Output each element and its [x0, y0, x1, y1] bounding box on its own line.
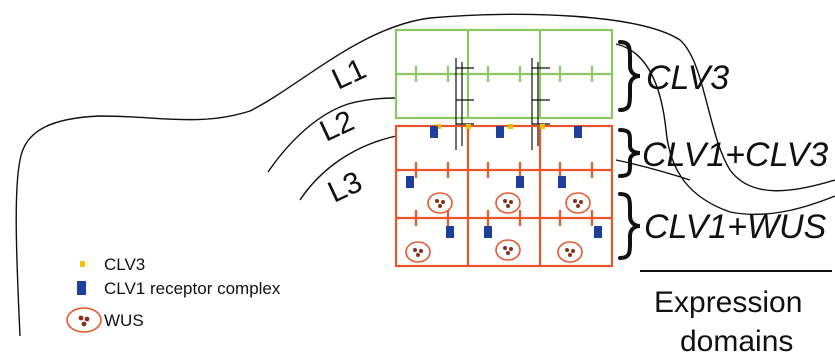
- expression-label-clv1-clv3: CLV1+CLV3: [642, 136, 828, 174]
- meristem-outline: [15, 13, 835, 337]
- clv1-receptor: [406, 176, 414, 188]
- wus-nucleus: [405, 241, 431, 263]
- brace-clv1-wus: [618, 192, 641, 260]
- l1-cell-grid: [394, 28, 614, 120]
- brace-clv3: [618, 40, 641, 112]
- legend-wus-label: WUS: [104, 311, 144, 330]
- layer-label-l2: L2: [315, 104, 359, 148]
- legend-clv1-swatch: [77, 281, 86, 295]
- layer-label-l3: L3: [323, 165, 367, 209]
- clv3-ligand: [436, 124, 441, 129]
- legend-wus-swatch: [66, 307, 102, 333]
- wus-nucleus: [427, 192, 453, 214]
- l2-l3-boundary-line: [299, 135, 397, 201]
- l1-l2-boundary-right: [615, 43, 835, 216]
- outer-surface-line: [15, 13, 835, 337]
- legend: CLV3 CLV1 receptor complex WUS: [66, 255, 281, 333]
- clv3-ligand: [466, 124, 471, 129]
- expression-label-clv1-wus: CLV1+WUS: [644, 208, 827, 246]
- layer-label-l1: L1: [327, 52, 371, 96]
- clv1-receptor: [574, 126, 582, 138]
- clv1-receptor: [558, 176, 566, 188]
- clv1-receptor: [594, 226, 602, 238]
- clv1-receptor: [516, 176, 524, 188]
- clv3-signal-arrows: [455, 58, 550, 150]
- clv1-receptor: [496, 126, 504, 138]
- wus-nucleus: [495, 192, 521, 214]
- clv1-receptors: [406, 126, 602, 238]
- legend-clv3-swatch: [80, 261, 85, 267]
- wus-nuclei: [405, 192, 591, 263]
- l2-l3-boundary-right: [615, 159, 691, 181]
- clv3-ligand: [508, 124, 513, 129]
- wus-nucleus: [495, 239, 521, 261]
- wus-nucleus: [565, 192, 591, 214]
- l1-l2-boundary-line: [267, 97, 397, 173]
- clv3-ligand: [540, 124, 545, 129]
- clv1-receptor: [430, 126, 438, 138]
- caption-line-2: domains: [680, 325, 793, 358]
- legend-clv3-label: CLV3: [104, 255, 145, 274]
- wus-nucleus: [557, 241, 583, 263]
- clv3-ligands: [436, 124, 545, 129]
- caption-line-1: Expression: [654, 286, 802, 319]
- expression-braces: [618, 40, 641, 260]
- brace-clv1-clv3: [618, 128, 641, 178]
- legend-clv1-label: CLV1 receptor complex: [104, 279, 281, 298]
- clv1-receptor: [484, 226, 492, 238]
- expression-label-clv3: CLV3: [646, 59, 729, 97]
- clv1-receptor: [446, 226, 454, 238]
